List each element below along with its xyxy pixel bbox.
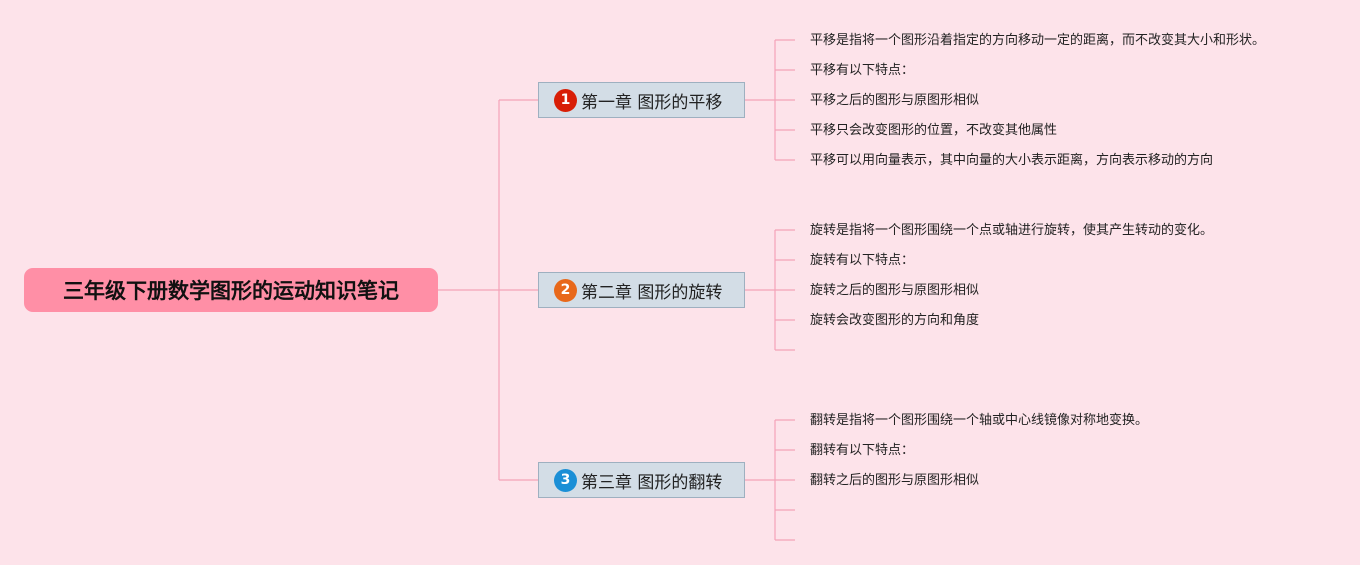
number-badge-icon: 3 [554, 468, 577, 492]
chapter-1-label: 第一章 图形的平移 [581, 92, 723, 113]
note-item[interactable]: 翻转之后的图形与原图形相似 [810, 473, 980, 488]
chapter-1-topic[interactable]: 1 第一章 图形的平移 [538, 82, 745, 118]
note-item[interactable]: 旋转是指将一个图形围绕一个点或轴进行旋转，使其产生转动的变化。 [810, 223, 1214, 238]
note-item[interactable]: 平移之后的图形与原图形相似 [810, 93, 980, 108]
chapter-3-topic[interactable]: 3 第三章 图形的翻转 [538, 462, 745, 498]
number-badge-icon: 1 [554, 88, 577, 112]
note-item[interactable]: 旋转有以下特点： [810, 253, 915, 268]
note-item[interactable]: 旋转会改变图形的方向和角度 [810, 313, 980, 328]
number-badge-icon: 2 [554, 278, 577, 302]
note-item[interactable]: 平移只会改变图形的位置，不改变其他属性 [810, 123, 1058, 138]
note-item[interactable]: 平移有以下特点： [810, 63, 915, 78]
chapter-2-topic[interactable]: 2 第二章 图形的旋转 [538, 272, 745, 308]
root-topic[interactable]: 三年级下册数学图形的运动知识笔记 [24, 268, 438, 312]
note-item[interactable]: 翻转有以下特点： [810, 443, 915, 458]
note-item[interactable]: 翻转是指将一个图形围绕一个轴或中心线镜像对称地变换。 [810, 413, 1149, 428]
root-topic-label: 三年级下册数学图形的运动知识笔记 [63, 279, 399, 303]
note-item[interactable]: 旋转之后的图形与原图形相似 [810, 283, 980, 298]
note-item[interactable]: 平移可以用向量表示，其中向量的大小表示距离，方向表示移动的方向 [810, 153, 1214, 168]
chapter-2-label: 第二章 图形的旋转 [581, 282, 723, 303]
note-item[interactable]: 平移是指将一个图形沿着指定的方向移动一定的距离，而不改变其大小和形状。 [810, 33, 1266, 48]
chapter-3-label: 第三章 图形的翻转 [581, 472, 723, 493]
